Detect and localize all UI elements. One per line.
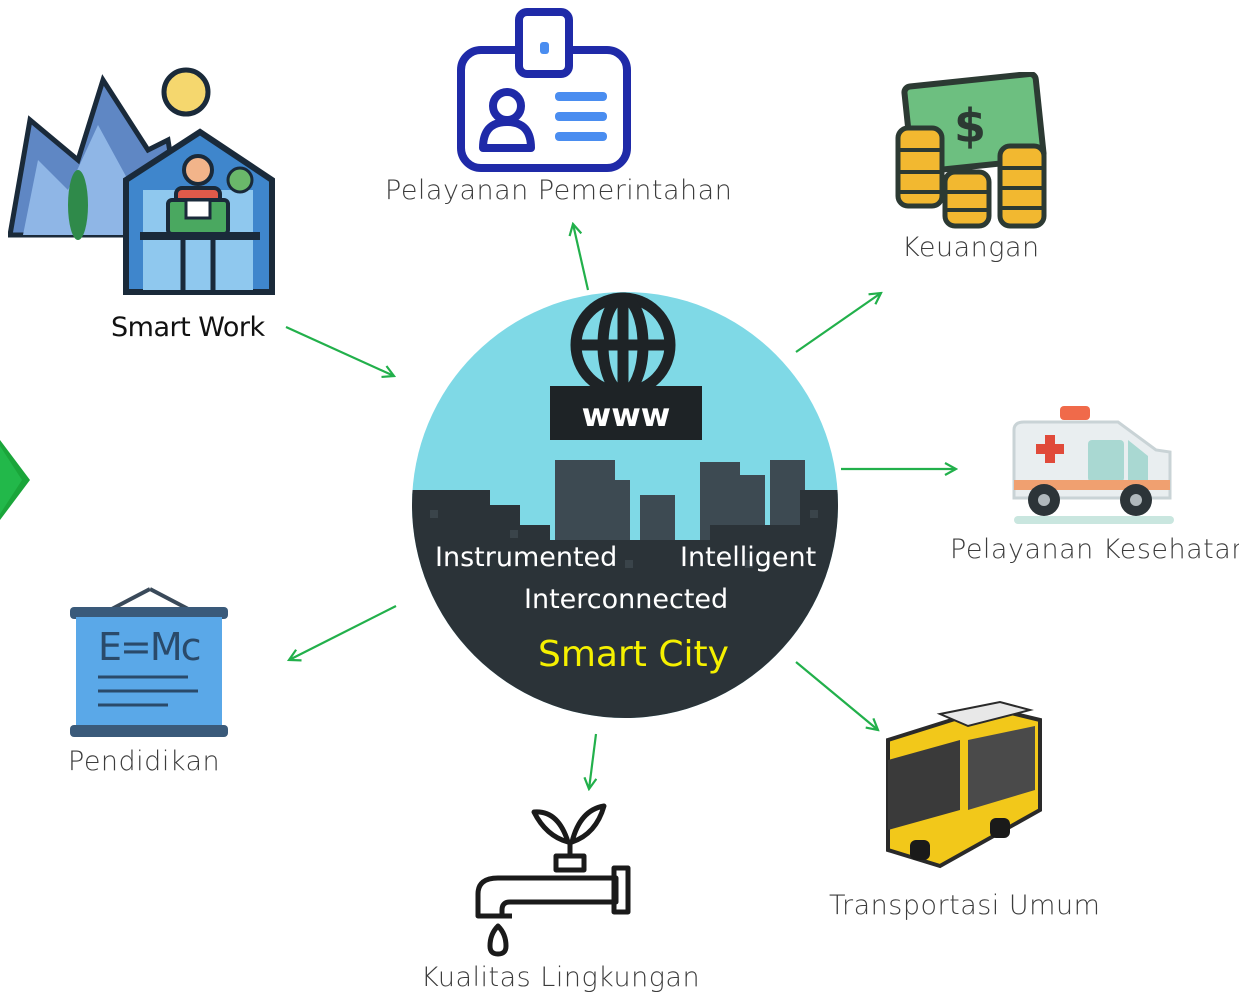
side-chevron-marker [0,440,30,520]
label-pelayanan-pemerintahan: Pelayanan Pemerintahan [385,175,733,206]
pillar-instrumented: Instrumented [435,542,618,573]
label-pelayanan-kesehatan: Pelayanan Kesehatan [950,534,1239,565]
smart-city-hub: www Instrumented Intelligent Interconnec… [410,290,840,720]
arrow-keuangan [795,293,881,353]
node-pelayanan-pemerintahan [455,8,635,173]
remote-work-icon [8,67,275,295]
node-kualitas-lingkungan [468,798,638,958]
id-card-icon [457,8,631,172]
node-keuangan: $ [890,72,1050,232]
node-pendidikan: E=Mc [66,585,234,740]
arrow-smart-work [285,325,394,376]
label-transportasi-umum: Transportasi Umum [829,890,1101,921]
bus-icon [886,700,1042,869]
pillar-interconnected: Interconnected [524,584,729,615]
money-coins-icon: $ [895,72,1047,229]
node-smart-work [8,60,278,300]
arrow-pemerintahan [573,224,590,291]
hub-title: Smart City [538,634,729,675]
pillar-intelligent: Intelligent [680,542,817,573]
svg-text:$: $ [954,99,986,153]
arrow-transportasi [795,661,878,730]
label-pendidikan: Pendidikan [68,746,221,777]
node-transportasi-umum [880,700,1060,880]
ambulance-icon [1012,406,1174,524]
www-text: www [582,396,671,434]
node-pelayanan-kesehatan [1008,400,1178,530]
label-keuangan: Keuangan [902,232,1040,263]
label-kualitas-lingkungan: Kualitas Lingkungan [421,962,701,993]
formula-text: E=Mc [98,625,202,669]
city-skyline-illustration: www [412,292,838,718]
water-tap-plant-icon [475,803,631,957]
arrow-pendidikan [289,605,397,660]
blackboard-formula-icon [70,587,228,737]
arrow-lingkungan [589,733,596,789]
globe-www-icon [570,292,676,398]
label-smart-work: Smart Work [111,312,265,343]
